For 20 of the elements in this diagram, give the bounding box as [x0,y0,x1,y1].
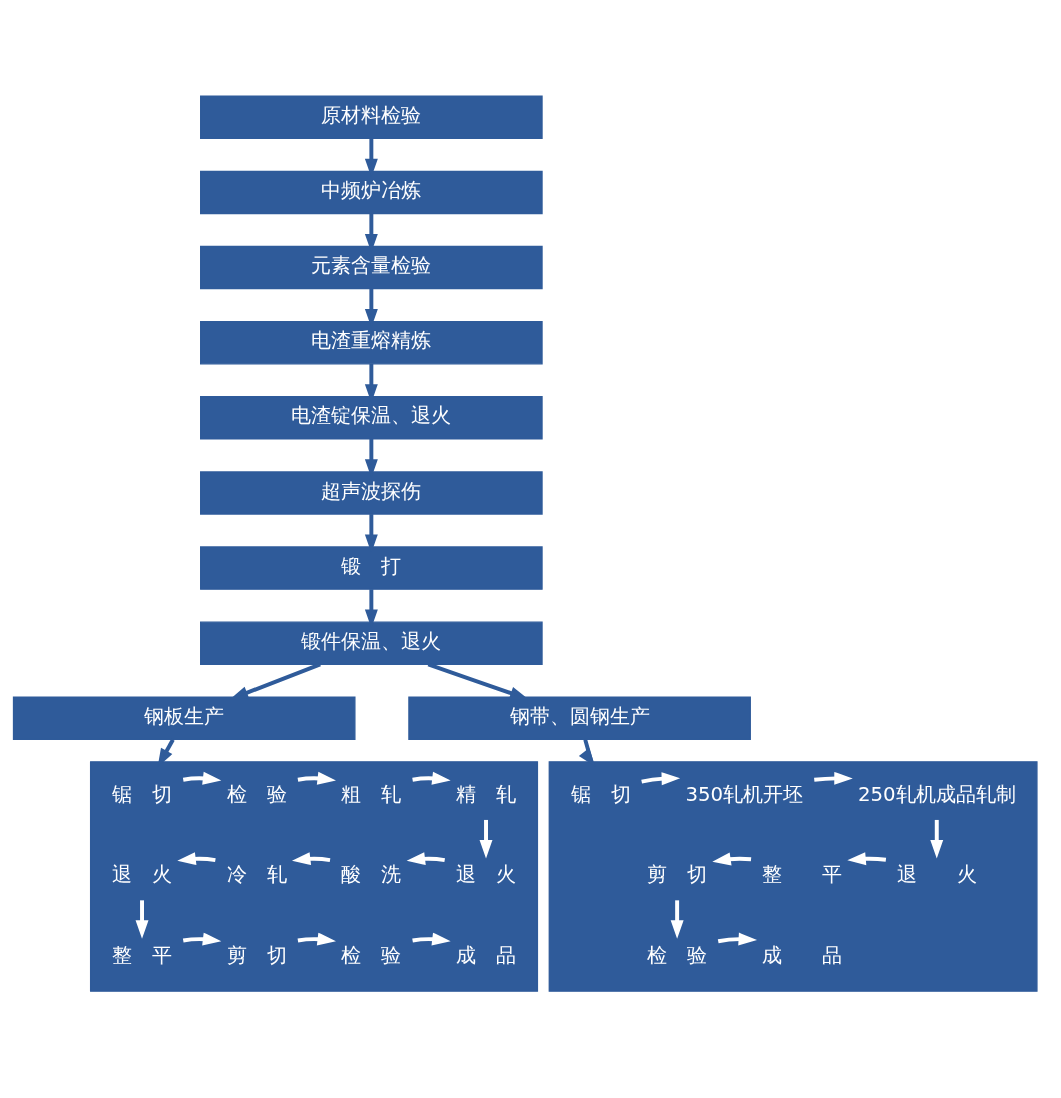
node-text: 剪 切 [226,943,287,967]
node-text: 整 平 [112,943,173,967]
node-text: 剪 切 [647,863,708,887]
node-text: 成 品 [456,943,517,967]
node-text: 精 轧 [456,782,517,806]
node-text: 250轧机成品轧制 [857,782,1016,806]
node-text: 锯 切 [112,782,173,806]
node-text: 粗 轧 [341,782,402,806]
node-text: 350轧机开坯 [685,782,804,806]
node-text: 锯 切 [570,782,631,806]
node-text: 退 火 [896,863,977,887]
node-text: 成 品 [762,943,843,967]
node-text: 冷 轧 [226,863,287,887]
node-text: 检 验 [226,782,287,806]
node-text: 检 验 [341,943,402,967]
node-text: 酸 洗 [341,863,402,887]
node-text: 退 火 [112,863,173,887]
node-text: 整 平 [762,863,843,887]
node-text: 退 火 [456,863,517,887]
node-text: 检 验 [647,943,708,967]
